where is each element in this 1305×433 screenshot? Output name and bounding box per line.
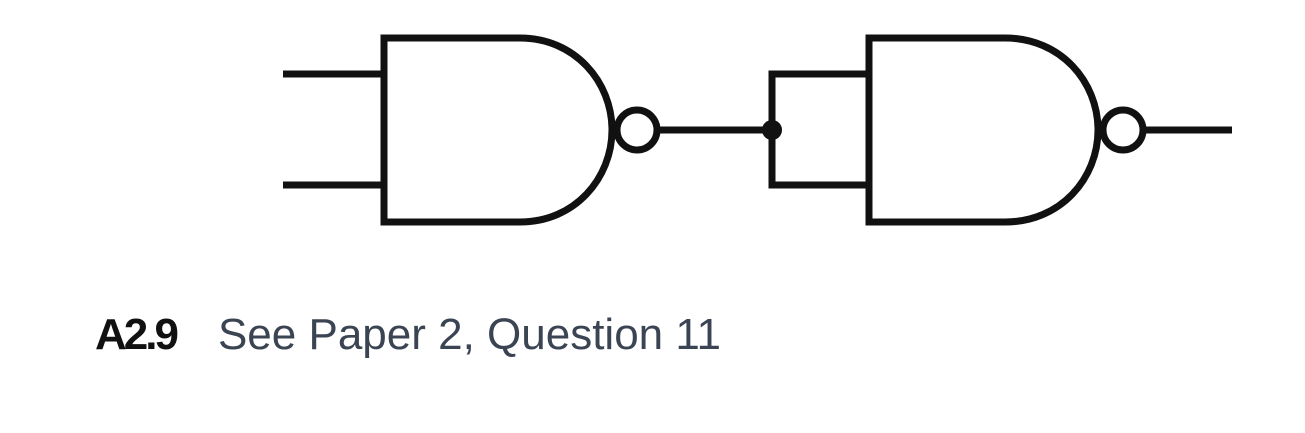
- caption-number: A2.9: [95, 310, 179, 359]
- caption-text: See Paper 2, Question 11: [217, 310, 722, 359]
- gate2-nand-body: [865, 34, 1102, 226]
- gate1-nand-body: [380, 34, 616, 226]
- figure-caption: A2.9 See Paper 2, Question 11: [95, 310, 721, 370]
- gate2-tied-inputs-wire: [768, 70, 869, 189]
- gate1-inversion-bubble: [613, 106, 661, 154]
- gate2-inversion-bubble: [1099, 106, 1147, 154]
